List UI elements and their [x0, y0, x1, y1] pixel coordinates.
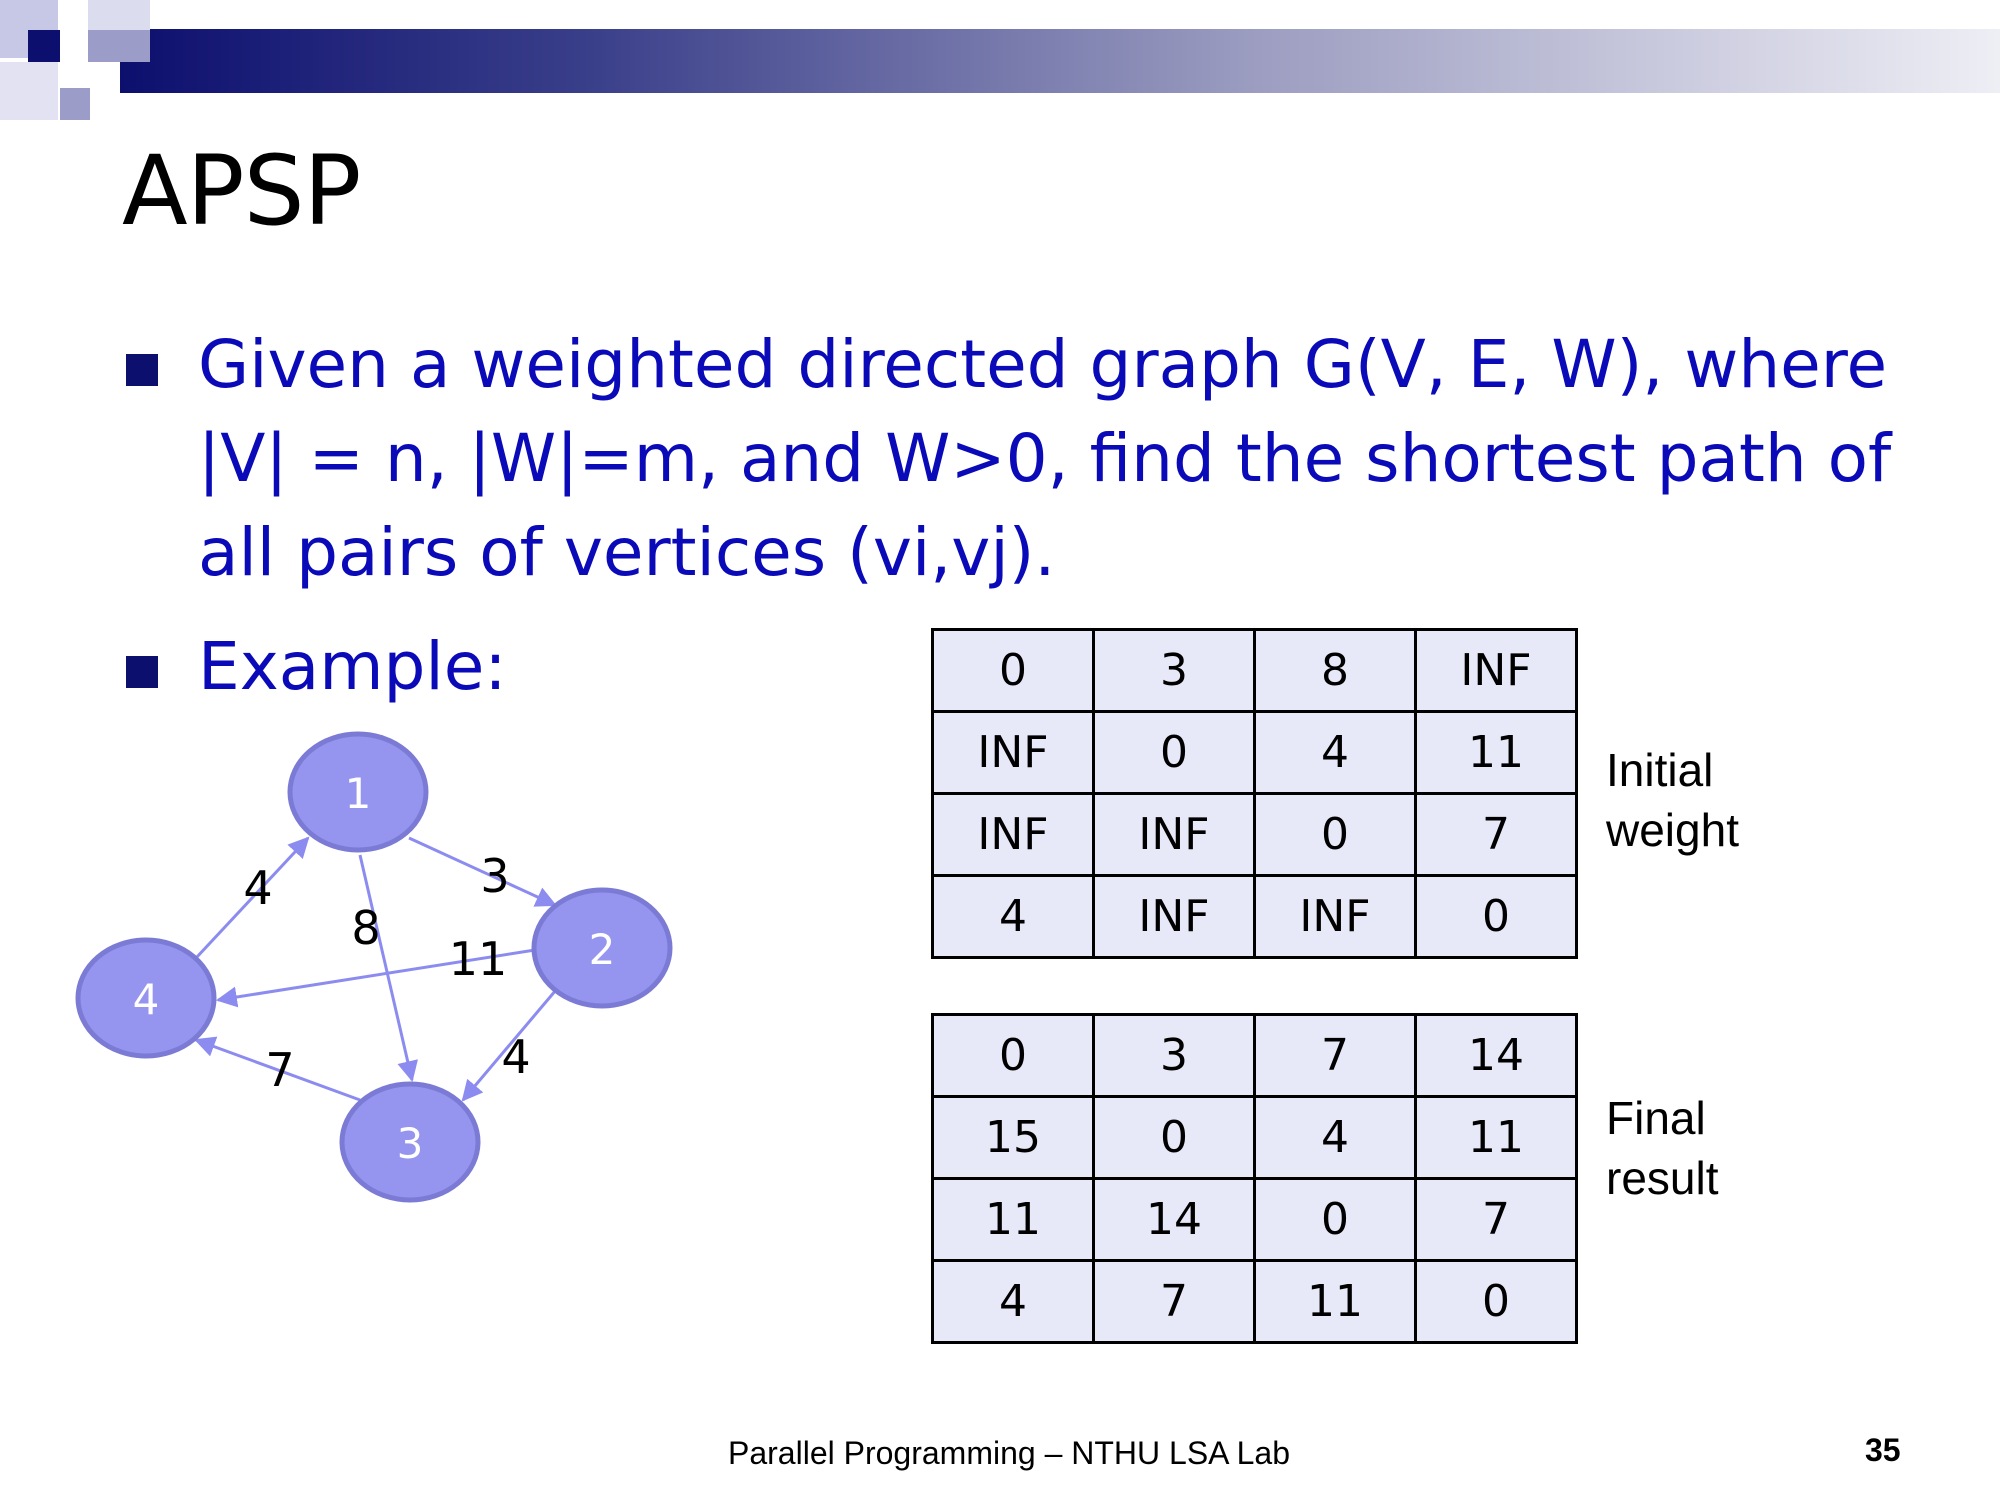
bullet-line: Given a weighted directed graph G(V, E, …: [198, 326, 1888, 403]
matrix-cell: 11: [1414, 710, 1578, 795]
node-2: [531, 887, 673, 1009]
node-1: [287, 731, 429, 853]
page-number: 35: [1865, 1432, 1901, 1468]
matrix-cell: 4: [1253, 710, 1417, 795]
bullet-line: all pairs of vertices (vi,vj).: [198, 514, 1056, 591]
matrix-cell: 11: [1253, 1259, 1417, 1344]
matrix-cell: 14: [1414, 1013, 1578, 1098]
matrix-cell: 3: [1092, 1013, 1256, 1098]
header-square: [0, 62, 58, 120]
matrix-cell: 7: [1092, 1259, 1256, 1344]
table-row: 4 7 11 0: [931, 1259, 1578, 1344]
edge-1-3: [358, 854, 418, 1083]
header-square: [88, 30, 150, 62]
header-square: [28, 30, 60, 62]
edge-weight-2-3: 4: [501, 1030, 530, 1084]
header-square: [60, 88, 90, 120]
label-line: weight: [1606, 804, 1739, 856]
table-row: INF 0 4 11: [931, 710, 1578, 795]
node-4: [75, 937, 217, 1059]
matrix-cell: 11: [1414, 1095, 1578, 1180]
table-row: 0 3 7 14: [931, 1013, 1578, 1098]
edge-4-1: [194, 836, 310, 960]
node-label-4: 4: [133, 975, 160, 1024]
matrix-cell: INF: [931, 710, 1095, 795]
matrix-cell: 7: [1414, 792, 1578, 877]
edge-weight-3-4: 7: [265, 1043, 294, 1097]
matrix-cell: 15: [931, 1095, 1095, 1180]
matrix-cell: 14: [1092, 1177, 1256, 1262]
matrix-cell: INF: [931, 792, 1095, 877]
matrix-cell: INF: [1414, 628, 1578, 713]
bullet-line: |V| = n, |W|=m, and W>0, find the shorte…: [198, 420, 1892, 497]
label-line: Initial: [1606, 744, 1714, 796]
final-result-label: Final result: [1606, 1088, 1718, 1208]
matrix-cell: 11: [931, 1177, 1095, 1262]
edge-weight-4-1: 4: [243, 861, 272, 915]
matrix-cell: 0: [1253, 792, 1417, 877]
node-label-1: 1: [345, 769, 372, 818]
edge-weight-2-4: 11: [449, 932, 508, 986]
bullet-example: Example:: [198, 628, 507, 705]
final-result-matrix: 0 3 7 14 15 0 4 11 11 14 0 7 4 7 11 0: [931, 1013, 1578, 1344]
slide-footer: Parallel Programming – NTHU LSA Lab: [728, 1435, 1291, 1471]
edge-1-2: [408, 836, 557, 907]
bullet-square: [126, 354, 158, 386]
matrix-cell: 3: [1092, 628, 1256, 713]
initial-weight-matrix: 0 3 8 INF INF 0 4 11 INF INF 0 7 4 INF I…: [931, 628, 1578, 959]
edge-weight-1-2: 3: [480, 849, 509, 903]
label-line: result: [1606, 1152, 1719, 1204]
node-label-3: 3: [397, 1119, 424, 1168]
label-line: Final: [1606, 1092, 1706, 1144]
matrix-cell: 4: [1253, 1095, 1417, 1180]
matrix-cell: 0: [931, 628, 1095, 713]
bullet-square: [126, 656, 158, 688]
edge-3-4: [194, 1036, 361, 1102]
matrix-cell: 0: [1092, 1095, 1256, 1180]
example-graph: 1 2 3 4 3 8 4 11 4 7: [75, 731, 673, 1203]
matrix-cell: 7: [1414, 1177, 1578, 1262]
matrix-cell: INF: [1253, 874, 1417, 959]
edge-2-4: [215, 948, 536, 1008]
header-square: [88, 0, 150, 30]
matrix-cell: 8: [1253, 628, 1417, 713]
matrix-cell: 4: [931, 1259, 1095, 1344]
edge-2-3: [461, 989, 558, 1102]
table-row: 15 0 4 11: [931, 1095, 1578, 1180]
header-gradient-bar: [120, 29, 2000, 93]
matrix-cell: 7: [1253, 1013, 1417, 1098]
slide-title: APSP: [122, 135, 361, 247]
matrix-cell: 0: [1414, 1259, 1578, 1344]
matrix-cell: 0: [931, 1013, 1095, 1098]
matrix-cell: INF: [1092, 792, 1256, 877]
matrix-cell: INF: [1092, 874, 1256, 959]
table-row: 0 3 8 INF: [931, 628, 1578, 713]
matrix-cell: 0: [1414, 874, 1578, 959]
matrix-cell: 4: [931, 874, 1095, 959]
node-3: [339, 1081, 481, 1203]
table-row: 4 INF INF 0: [931, 874, 1578, 959]
edge-weight-1-3: 8: [351, 901, 380, 955]
table-row: INF INF 0 7: [931, 792, 1578, 877]
matrix-cell: 0: [1253, 1177, 1417, 1262]
initial-weight-label: Initial weight: [1606, 740, 1739, 860]
table-row: 11 14 0 7: [931, 1177, 1578, 1262]
node-label-2: 2: [589, 925, 616, 974]
matrix-cell: 0: [1092, 710, 1256, 795]
